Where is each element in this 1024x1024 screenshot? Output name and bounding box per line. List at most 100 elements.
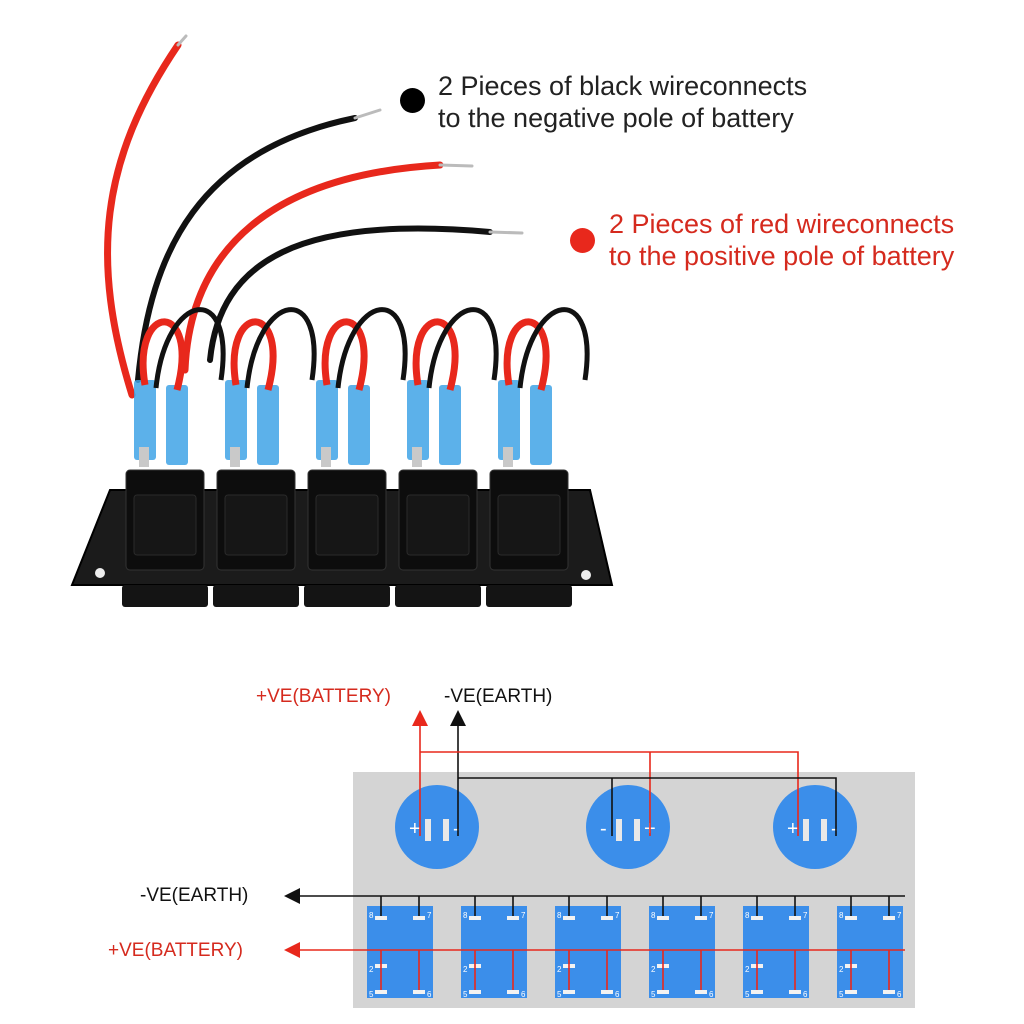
socket-pin <box>821 819 827 841</box>
pin-label-7: 7 <box>709 911 714 920</box>
terminal-connector <box>316 380 338 460</box>
red-jumper-wire <box>230 318 277 391</box>
pin-label-5: 5 <box>651 990 656 999</box>
pin-label-5: 5 <box>839 990 844 999</box>
bare-wire-tip-2 <box>353 108 382 120</box>
pin-terminal <box>375 990 387 994</box>
pin-label-7: 7 <box>803 911 808 920</box>
switch-bezel <box>122 585 208 607</box>
left-positive-label: +VE(BATTERY) <box>108 940 243 961</box>
socket-right-sign: - <box>453 818 460 840</box>
pin-label-8: 8 <box>651 911 656 920</box>
pin-terminal <box>845 916 857 920</box>
terminal-connector <box>134 380 156 460</box>
terminal-connector <box>439 385 461 465</box>
spade-terminal <box>321 447 331 467</box>
pin-terminal <box>507 990 519 994</box>
bare-wire-tip-4 <box>488 230 524 235</box>
loose-red-wire-2 <box>181 161 444 374</box>
switch-bezel <box>304 585 390 607</box>
diagram-wires <box>284 710 905 990</box>
pin-label-5: 5 <box>369 990 374 999</box>
black-jumper-wire <box>335 307 408 389</box>
pin-label-6: 6 <box>803 990 808 999</box>
socket-circle <box>395 785 479 869</box>
socket-left-sign: + <box>787 818 799 840</box>
switch-block <box>555 906 621 998</box>
black-jumper-wire <box>426 307 499 389</box>
pin-label-8: 8 <box>463 911 468 920</box>
pin-terminal <box>375 916 387 920</box>
pin-label-8: 8 <box>745 911 750 920</box>
loose-black-wire-1 <box>135 115 358 383</box>
pin-label-2: 2 <box>839 965 844 974</box>
pin-label-8: 8 <box>369 911 374 920</box>
pin-terminal <box>413 916 425 920</box>
pin-terminal <box>469 916 481 920</box>
rocker-face <box>224 494 288 556</box>
rocker-switch <box>122 307 226 607</box>
rocker-face <box>497 494 561 556</box>
pin-label-7: 7 <box>521 911 526 920</box>
terminal-connector <box>348 385 370 465</box>
pin-terminal <box>563 990 575 994</box>
socket-right-sign: - <box>831 818 838 840</box>
pin-label-5: 5 <box>557 990 562 999</box>
photo-switches <box>122 307 590 607</box>
red-note-line2: to the positive pole of battery <box>609 241 955 271</box>
switch-block <box>743 906 809 998</box>
pin-label-6: 6 <box>427 990 432 999</box>
top-negative-label: -VE(EARTH) <box>444 686 553 707</box>
pin-terminal <box>751 916 763 920</box>
pin-label-8: 8 <box>557 911 562 920</box>
loose-red-wire-1 <box>104 41 182 399</box>
power-socket: +- <box>395 785 479 869</box>
pin-label-6: 6 <box>615 990 620 999</box>
socket-positive-bus <box>420 751 799 836</box>
pin-label-7: 7 <box>427 911 432 920</box>
switch-block <box>649 906 715 998</box>
power-socket: -+ <box>586 785 670 869</box>
pin-label-2: 2 <box>651 965 656 974</box>
terminal-connector <box>257 385 279 465</box>
rocker-face <box>133 494 197 556</box>
pin-terminal <box>883 990 895 994</box>
mounting-hole <box>95 568 105 578</box>
terminal-connector <box>166 385 188 465</box>
pin-terminal <box>469 990 481 994</box>
pin-terminal <box>789 990 801 994</box>
pin-terminal <box>601 990 613 994</box>
terminal-connector <box>498 380 520 460</box>
rocker-switch <box>395 307 499 607</box>
socket-circle <box>586 785 670 869</box>
pin-label-6: 6 <box>521 990 526 999</box>
pin-terminal <box>695 916 707 920</box>
switch-bezel <box>486 585 572 607</box>
black-note-line1: 2 Pieces of black wireconnects <box>438 71 808 101</box>
socket-pin <box>803 819 809 841</box>
terminal-connector <box>407 380 429 460</box>
terminal-connector <box>530 385 552 465</box>
socket-left-sign: - <box>600 818 607 840</box>
rocker-switch <box>213 307 317 607</box>
terminal-connector <box>225 380 247 460</box>
spade-terminal <box>412 447 422 467</box>
pin-label-7: 7 <box>897 911 902 920</box>
black-jumper-wire <box>517 307 590 389</box>
switch-block <box>837 906 903 998</box>
pin-label-6: 6 <box>897 990 902 999</box>
switch-block <box>367 906 433 998</box>
rocker-face <box>315 494 379 556</box>
sockets: +--++- <box>395 785 857 869</box>
red-dot-icon <box>570 228 595 253</box>
pin-terminal <box>413 990 425 994</box>
black-note-line2: to the negative pole of battery <box>438 103 794 133</box>
socket-negative-bus <box>458 777 837 836</box>
pin-terminal <box>845 990 857 994</box>
pin-terminal <box>507 916 519 920</box>
